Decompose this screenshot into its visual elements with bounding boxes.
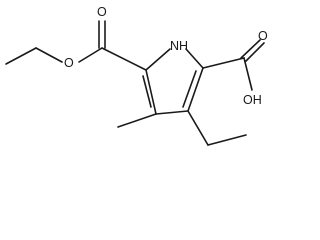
bond-ethyl-ch3 xyxy=(207,134,247,146)
structural-formula: O O NH O OH xyxy=(5,5,268,146)
acid-hydroxyl-label: OH xyxy=(243,93,262,107)
bond-ring-c5-n xyxy=(145,48,171,71)
bond-methyl xyxy=(117,113,157,128)
bond-ring-c4-c5-double xyxy=(142,75,152,108)
bond-acid-hydroxyl xyxy=(243,57,253,91)
bond-ethyl-ch2-o xyxy=(35,47,63,63)
ester-carbonyl-oxygen-label: O xyxy=(97,5,107,19)
bond-ring-to-acid xyxy=(202,57,245,69)
bond-ring-c2-c3 xyxy=(187,67,204,112)
bond-ring-c2-c3-double xyxy=(182,70,197,108)
bond-acid-carbonyl-a xyxy=(240,39,261,59)
bond-ester-to-ring xyxy=(101,47,147,71)
bond-o-ester-carbon xyxy=(78,47,103,63)
bond-ring-n-c2 xyxy=(185,48,204,69)
bond-ring-c3-c4 xyxy=(155,110,189,115)
bond-ethyl-terminal xyxy=(5,47,37,65)
ester-ether-oxygen-label: O xyxy=(64,56,74,70)
bond-ethyl-ch2 xyxy=(187,110,209,146)
bond-ring-c4-c5 xyxy=(145,69,157,115)
acid-carbonyl-oxygen-label: O xyxy=(258,29,268,43)
pyrrole-nitrogen-label: NH xyxy=(170,39,188,53)
bond-acid-carbonyl-b xyxy=(245,42,265,62)
